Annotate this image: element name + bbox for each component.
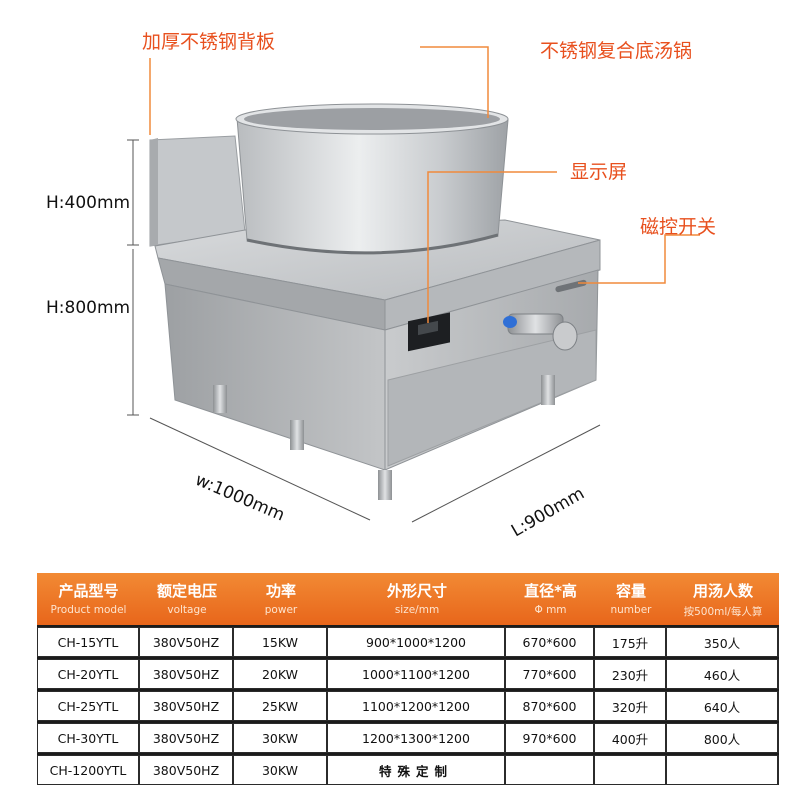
product-illustration: [127, 46, 700, 523]
cell-diameter: 770*600: [506, 660, 593, 688]
cell-voltage: 380V50HZ: [140, 724, 232, 752]
cell-model: CH-25YTL: [38, 692, 138, 720]
cell-servings: 350人: [667, 628, 777, 656]
cell-size: 1000*1100*1200: [328, 660, 504, 688]
table-row-custom: CH-1200YTL 380V50HZ 30KW 特殊定制: [37, 753, 779, 785]
cell-diameter: 970*600: [506, 724, 593, 752]
dimension-lines: [127, 139, 601, 523]
cell-empty: [506, 756, 593, 784]
callout-pot: 不锈钢复合底汤锅: [540, 40, 693, 62]
cell-empty: [667, 756, 777, 784]
cell-servings: 800人: [667, 724, 777, 752]
cell-capacity: 175升: [595, 628, 665, 656]
display-screen: [408, 312, 450, 352]
cell-power: 20KW: [234, 660, 326, 688]
header-servings: 用汤人数按500ml/每人算: [683, 582, 763, 618]
cell-power: 30KW: [234, 756, 326, 784]
cell-diameter: 670*600: [506, 628, 593, 656]
cell-model: CH-20YTL: [38, 660, 138, 688]
cell-model: CH-30YTL: [38, 724, 138, 752]
cell-custom-size: 特殊定制: [328, 756, 504, 784]
table-row: CH-25YTL 380V50HZ 25KW 1100*1200*1200 87…: [37, 689, 779, 721]
cell-capacity: 320升: [595, 692, 665, 720]
callout-backplate: 加厚不锈钢背板: [142, 31, 276, 53]
drain-valve: [503, 313, 578, 351]
cell-empty: [595, 756, 665, 784]
cell-power: 15KW: [234, 628, 326, 656]
callout-magnetic-switch: 磁控开关: [640, 216, 717, 238]
cell-power: 25KW: [234, 692, 326, 720]
cell-voltage: 380V50HZ: [140, 756, 232, 784]
cell-power: 30KW: [234, 724, 326, 752]
cell-size: 1200*1300*1200: [328, 724, 504, 752]
cell-capacity: 400升: [595, 724, 665, 752]
cell-diameter: 870*600: [506, 692, 593, 720]
cell-servings: 460人: [667, 660, 777, 688]
cell-model: CH-15YTL: [38, 628, 138, 656]
table-row: CH-15YTL 380V50HZ 15KW 900*1000*1200 670…: [37, 625, 779, 657]
table-row: CH-20YTL 380V50HZ 20KW 1000*1100*1200 77…: [37, 657, 779, 689]
spec-table-body: CH-15YTL 380V50HZ 15KW 900*1000*1200 670…: [37, 625, 779, 785]
cell-model: CH-1200YTL: [38, 756, 138, 784]
cell-capacity: 230升: [595, 660, 665, 688]
cell-size: 1100*1200*1200: [328, 692, 504, 720]
table-row: CH-30YTL 380V50HZ 30KW 1200*1300*1200 97…: [37, 721, 779, 753]
height-body-label: H:800mm: [46, 298, 131, 318]
back-plate: [149, 135, 246, 247]
cell-size: 900*1000*1200: [328, 628, 504, 656]
height-pot-label: H:400mm: [46, 193, 131, 213]
cell-servings: 640人: [667, 692, 777, 720]
callout-display: 显示屏: [570, 161, 628, 183]
cell-voltage: 380V50HZ: [140, 660, 232, 688]
legs: [213, 375, 555, 500]
cell-voltage: 380V50HZ: [140, 692, 232, 720]
soup-pot: [235, 103, 509, 255]
callout-lines: [149, 46, 700, 323]
cell-voltage: 380V50HZ: [140, 628, 232, 656]
